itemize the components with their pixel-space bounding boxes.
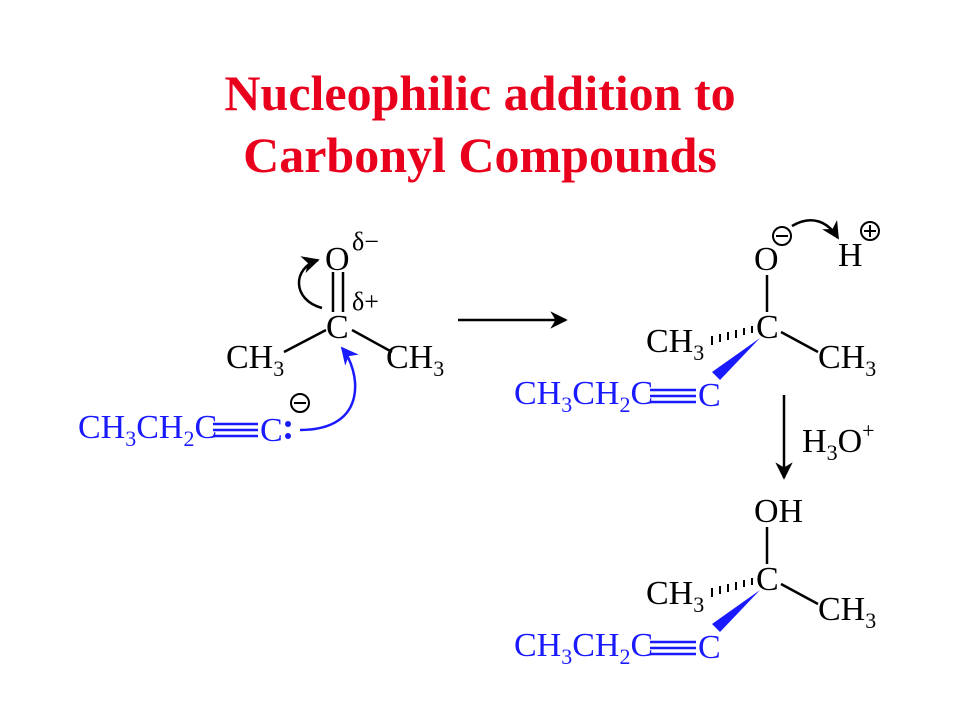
nucleophile-terminal-carbon: C: [260, 412, 283, 449]
product-carbon-label: C: [756, 561, 779, 598]
lone-pair-dot-1: [285, 421, 291, 427]
reagent-label: H3O+: [802, 418, 875, 465]
negative-charge-icon: [290, 393, 310, 413]
bond-right-methyl: [780, 330, 819, 354]
intermediate-terminal-carbon: C: [698, 377, 721, 414]
nucleophile-acetylide: CH3CH2C C: [78, 346, 359, 451]
slide-title: Nucleophilic addition to Carbonyl Compou…: [0, 62, 960, 186]
methyl-left-label: CH3: [226, 339, 284, 381]
proton-transfer-arrow: [791, 219, 840, 240]
alkoxide-charge-icon: [772, 226, 792, 246]
electron-shift-arrow: [297, 256, 323, 310]
bond-right-methyl: [351, 328, 393, 354]
intermediate-alkoxide: O H C CH3 CH3 CH3CH2C: [514, 219, 880, 417]
hashed-wedge-bond-product: [711, 578, 753, 597]
bond-left-methyl: [283, 328, 327, 354]
lone-pair-dot-2: [285, 433, 291, 439]
product-methyl-right: CH3: [818, 591, 876, 633]
product-alcohol: OH C CH3 CH3 CH3CH2C C: [514, 493, 876, 669]
intermediate-chain-label: CH3CH2C: [514, 375, 653, 417]
intermediate-methyl-right: CH3: [818, 339, 876, 381]
product-terminal-carbon: C: [698, 629, 721, 666]
solid-wedge-bond-product: [712, 590, 760, 632]
reactant-ketone: O δ− δ+ C CH3 CH3: [226, 227, 444, 381]
proton-label: H: [838, 237, 863, 274]
delta-plus-label: δ+: [352, 287, 379, 316]
alkoxide-oxygen-label: O: [754, 241, 779, 278]
nucleophile-chain-label: CH3CH2C: [78, 409, 217, 451]
nucleophilic-attack-arrow: [299, 346, 359, 432]
delta-minus-label: δ−: [352, 227, 379, 256]
positive-charge-icon: [860, 221, 880, 241]
intermediate-carbon-label: C: [756, 309, 779, 346]
title-line-2: Carbonyl Compounds: [243, 127, 717, 183]
bond-right-methyl-product: [780, 582, 819, 606]
title-line-1: Nucleophilic addition to: [224, 65, 736, 121]
product-chain-label: CH3CH2C: [514, 627, 653, 669]
solid-wedge-bond: [712, 338, 760, 380]
hydroxyl-label: OH: [754, 493, 803, 530]
intermediate-methyl-left: CH3: [646, 323, 704, 365]
carbonyl-oxygen-label: O: [325, 241, 350, 278]
product-methyl-left: CH3: [646, 575, 704, 617]
carbonyl-carbon-label: C: [326, 309, 349, 346]
methyl-right-label: CH3: [386, 339, 444, 381]
hashed-wedge-bond: [711, 326, 753, 345]
